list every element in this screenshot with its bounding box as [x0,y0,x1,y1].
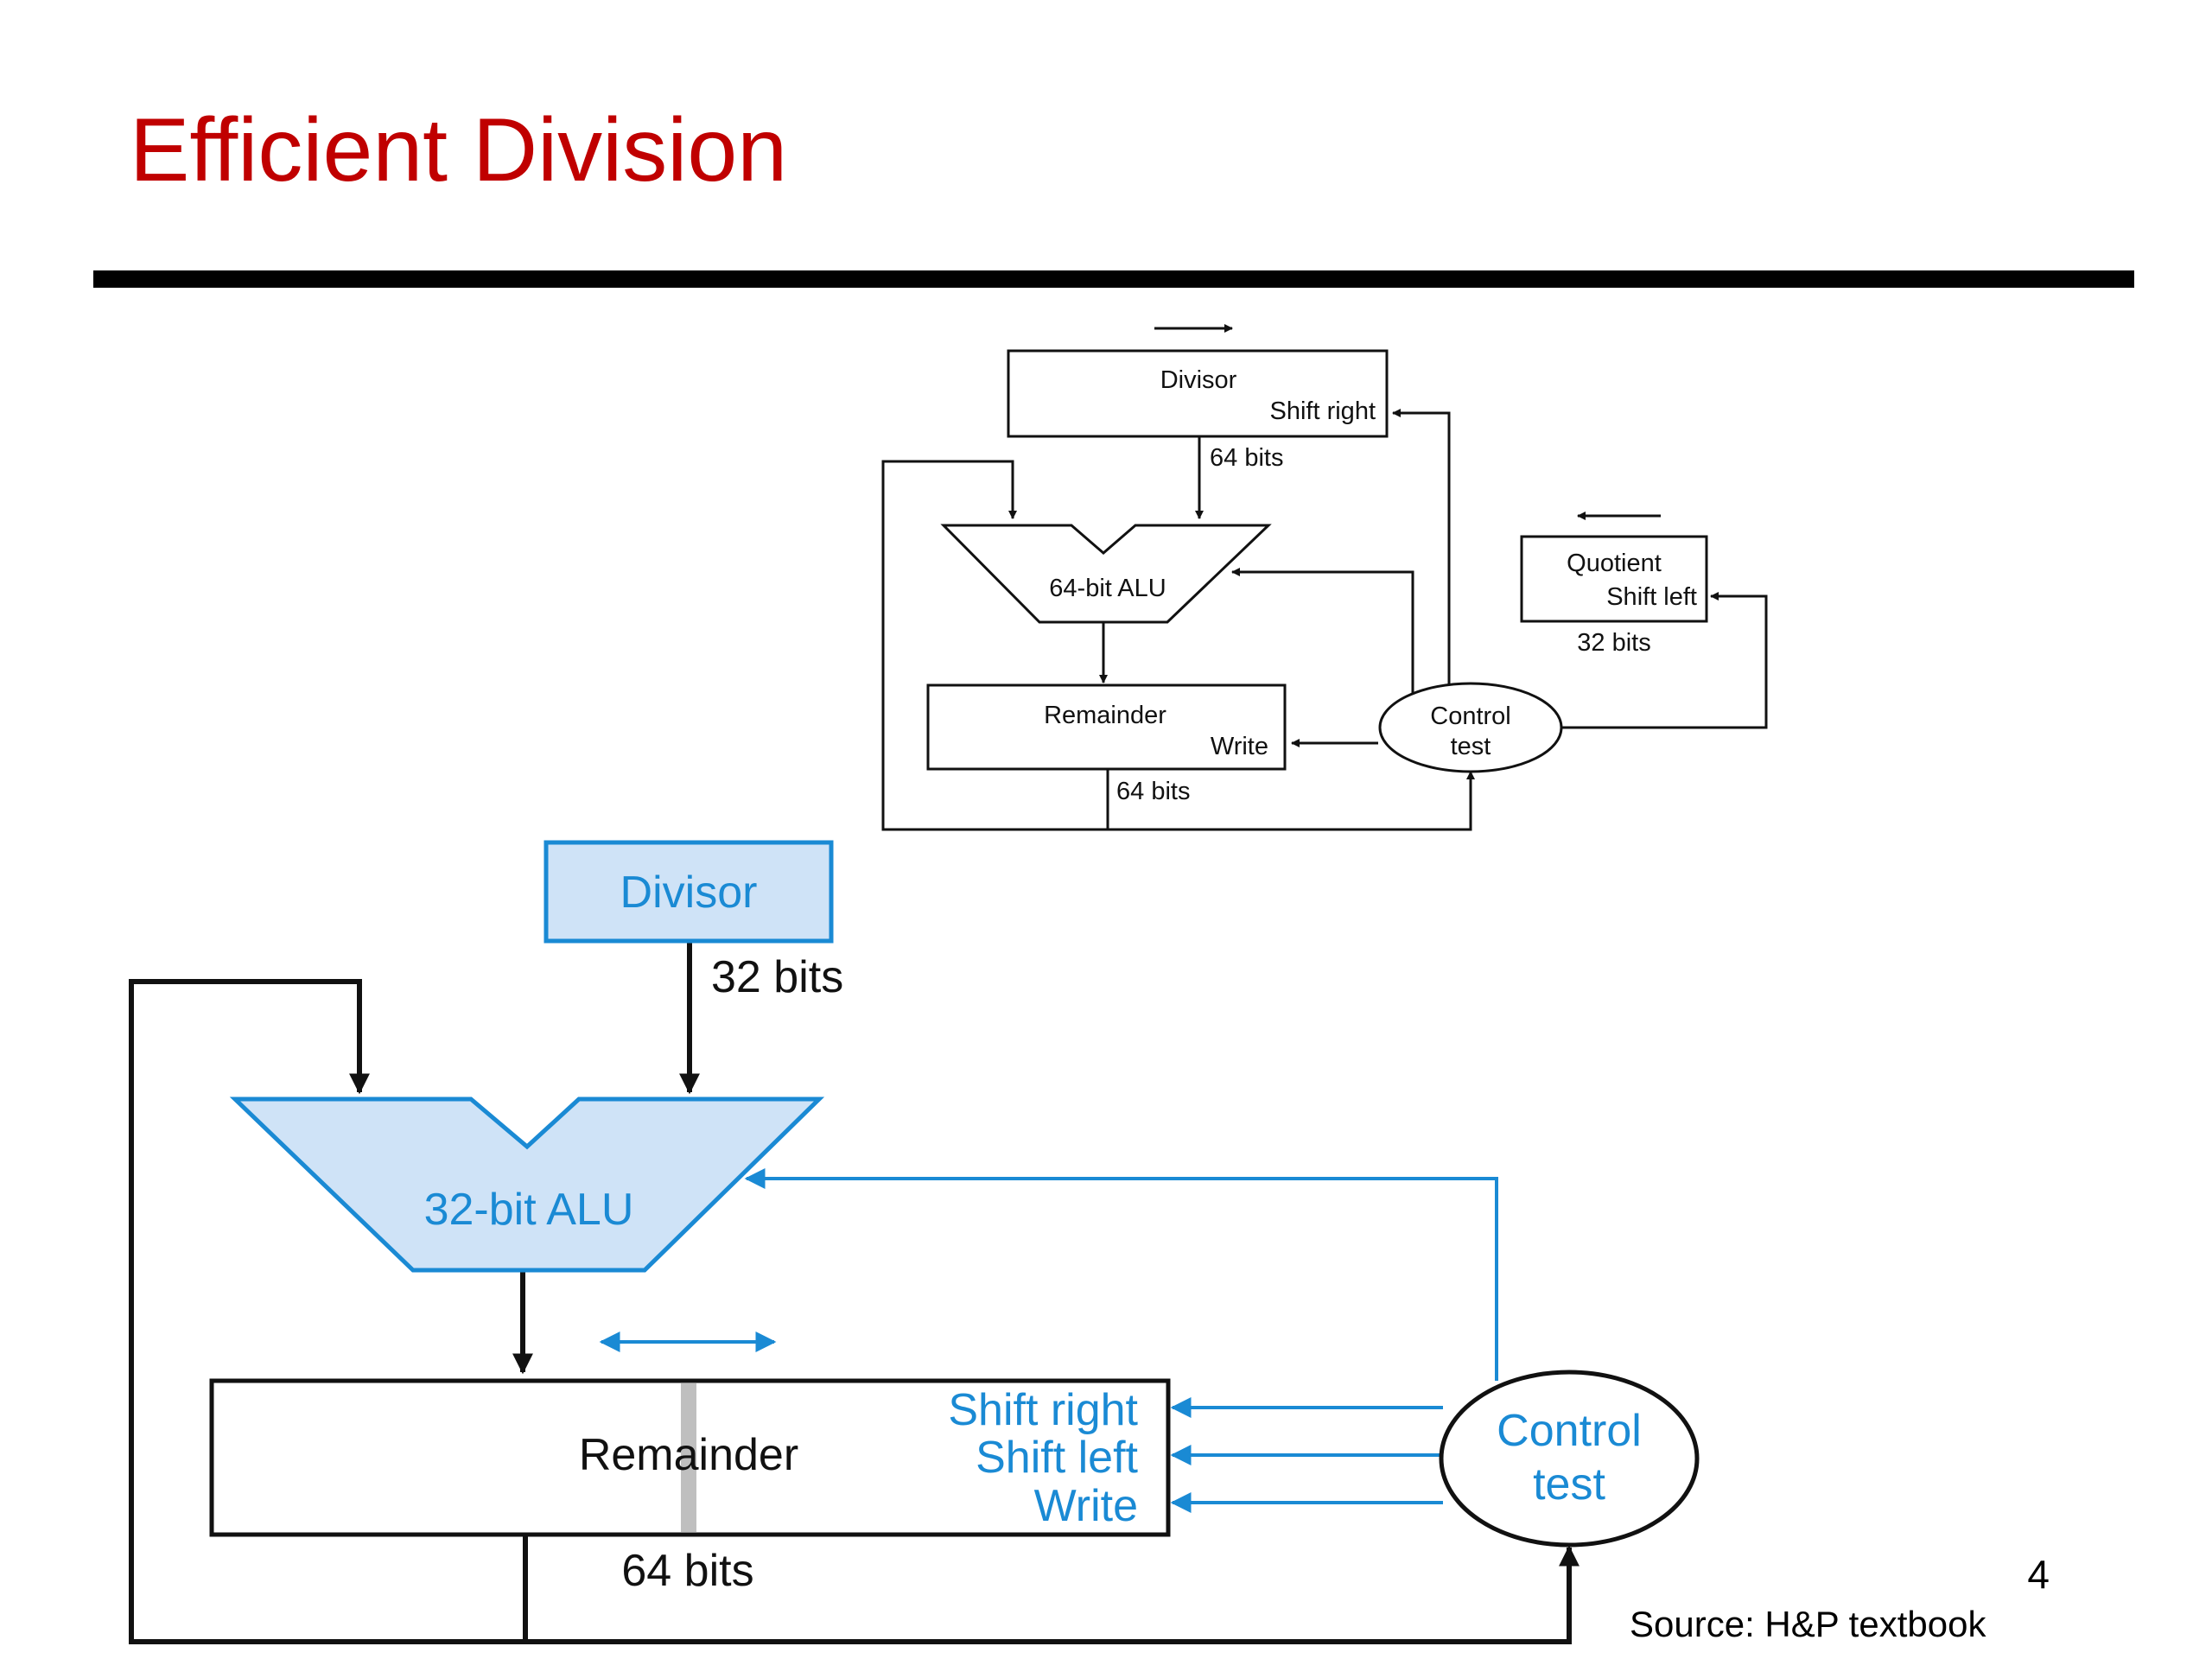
divisor-label: Divisor [620,868,758,918]
remainder-register [926,683,1287,771]
original-divider-diagram: Divisor Shift right 64 bits 64-bit ALU R… [881,324,1768,831]
divisor-register [1007,349,1389,438]
quotient-width-label: 32 bits [1577,629,1650,657]
control-label-line1: Control [1497,1406,1642,1456]
shift-left-label: Shift left [976,1433,1138,1483]
divisor-register [543,840,834,944]
quotient-register [1520,535,1708,623]
alu-64bit [940,524,1272,624]
alu-32bit [229,1096,825,1273]
source-note: Source: H&P textbook [1630,1604,1986,1644]
title-divider [93,270,2134,288]
control-label-line2: test [1451,733,1491,760]
shift-right-label: Shift right [948,1385,1138,1435]
alu-label: 32-bit ALU [424,1185,634,1235]
control-test-unit [1378,682,1563,773]
remainder-to-control-wire [525,1545,1580,1644]
page-number: 4 [2027,1552,2050,1597]
remainder-feedback-wire [129,979,528,1644]
control-test-unit [1439,1370,1700,1548]
divisor-label: Divisor [1160,366,1237,394]
control-to-alu-wire [1231,568,1414,696]
remainder-feedback-wire [881,460,1109,831]
control-to-quotient-wire [1561,592,1768,729]
remainder-control-label: Write [1211,733,1268,760]
control-to-alu-wire [744,1168,1498,1381]
efficient-divider-diagram: Divisor 32 bits 32-bit ALU Remainder Shi… [129,840,1700,1644]
quotient-control-label: Shift left [1606,583,1697,611]
remainder-label: Remainder [1044,702,1166,729]
divisor-width-label: 32 bits [711,952,843,1002]
divisor-width-label: 64 bits [1210,444,1283,472]
control-label-line2: test [1533,1459,1605,1510]
slide-title: Efficient Division [130,100,788,200]
divisor-control-label: Shift right [1270,397,1376,425]
remainder-label: Remainder [579,1430,798,1480]
remainder-width-label: 64 bits [621,1546,753,1596]
control-to-divisor-wire [1392,409,1451,691]
remainder-to-control-wire [1108,771,1475,831]
alu-label: 64-bit ALU [1049,575,1166,602]
remainder-width-label: 64 bits [1116,778,1190,805]
control-label-line1: Control [1430,702,1511,730]
write-label: Write [1034,1481,1138,1531]
quotient-label: Quotient [1567,550,1662,577]
